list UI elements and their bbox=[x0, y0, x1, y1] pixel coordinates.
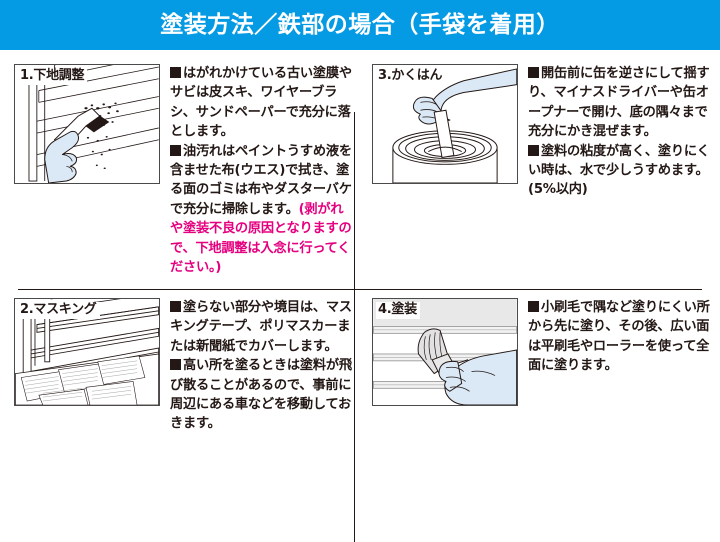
step-2-p2-body: 高い所を塗るときは塗料が飛び散ることがあるので、事前に周辺にある車などを移動して… bbox=[170, 358, 352, 432]
step-label-3: 3.かくはん bbox=[376, 68, 446, 85]
step-3-paragraph-2: 塗料の粘度が高く、塗りにくい時は、水で少しうすめます。(5%以内) bbox=[528, 142, 712, 200]
step-3-paragraph-1: 開缶前に缶を逆さにして揺すり、マイナスドライバーや缶オープナーで開け、底の隅々ま… bbox=[528, 64, 712, 142]
step-1-p1-body: はがれかけている古い塗膜やサビは皮スキ、ワイヤーブラシ、サンドペーパーで充分に落… bbox=[170, 66, 352, 140]
bullet-square-icon bbox=[170, 144, 181, 156]
steps-grid: 1.下地調整 はがれかけている古い塗膜やサビは皮スキ、ワイヤーブラシ、サンドペー… bbox=[0, 50, 720, 542]
step-1-paragraph-2: 油汚れはペイントうすめ液を含ませた布(ウエス)で拭き、塗る面のゴミは布やダスター… bbox=[170, 142, 354, 278]
step-panel-3: 3.かくはん 開缶前に缶を逆さにして揺すり、マイナスドライバーや缶オープナーで開… bbox=[372, 64, 712, 200]
divider-horizontal bbox=[18, 289, 702, 290]
bullet-square-icon bbox=[528, 144, 539, 156]
bullet-square-icon bbox=[170, 301, 181, 312]
step-text-4: 小刷毛で隅など塗りにくい所から先に塗り、その後、広い面は平刷毛やローラーを使って… bbox=[518, 298, 712, 376]
step-1-p2-accent: (剥がれや塗装不良の原因となりますので、下地調整は入念に行ってください。) bbox=[170, 201, 352, 276]
bullet-square-icon bbox=[528, 67, 539, 78]
illustration-step-1: 1.下地調整 bbox=[14, 64, 160, 184]
bullet-square-icon bbox=[170, 67, 181, 78]
step-label-2: 2.マスキング bbox=[18, 302, 100, 319]
step-text-3: 開缶前に缶を逆さにして揺すり、マイナスドライバーや缶オープナーで開け、底の隅々ま… bbox=[518, 64, 712, 200]
step-1-p2-body: 油汚れはペイントうすめ液を含ませた布(ウエス)で拭き、塗る面のゴミは布やダスター… bbox=[170, 143, 352, 217]
step-panel-1: 1.下地調整 はがれかけている古い塗膜やサビは皮スキ、ワイヤーブラシ、サンドペー… bbox=[14, 64, 354, 277]
page-title: 塗装方法／鉄部の場合（手袋を着用） bbox=[160, 11, 560, 38]
step-3-p1-body: 開缶前に缶を逆さにして揺すり、マイナスドライバーや缶オープナーで開け、底の隅々ま… bbox=[528, 66, 710, 140]
illustration-step-2: 2.マスキング bbox=[14, 298, 160, 406]
step-3-p2-body: 塗料の粘度が高く、塗りにくい時は、水で少しうすめます。(5%以内) bbox=[528, 143, 710, 198]
illustration-step-4: 4.塗装 bbox=[372, 298, 518, 406]
step-label-4: 4.塗装 bbox=[376, 302, 420, 319]
bullet-square-icon bbox=[528, 301, 539, 312]
step-text-2: 塗らない部分や境目は、マスキングテープ、ポリマスカーまたは新聞紙でカバーします。… bbox=[160, 298, 354, 434]
illustration-step-3: 3.かくはん bbox=[372, 64, 518, 184]
step-4-paragraph-1: 小刷毛で隅など塗りにくい所から先に塗り、その後、広い面は平刷毛やローラーを使って… bbox=[528, 298, 712, 376]
step-2-p1-body: 塗らない部分や境目は、マスキングテープ、ポリマスカーまたは新聞紙でカバーします。 bbox=[170, 300, 352, 354]
step-label-1: 1.下地調整 bbox=[18, 68, 88, 85]
step-panel-2: 2.マスキング 塗らない部分や境目は、マスキングテープ、ポリマスカーまたは新聞紙… bbox=[14, 298, 354, 434]
bullet-square-icon bbox=[170, 359, 181, 371]
step-2-paragraph-1: 塗らない部分や境目は、マスキングテープ、ポリマスカーまたは新聞紙でカバーします。 bbox=[170, 298, 354, 356]
step-4-p1-body: 小刷毛で隅など塗りにくい所から先に塗り、その後、広い面は平刷毛やローラーを使って… bbox=[528, 300, 710, 374]
page-header-banner: 塗装方法／鉄部の場合（手袋を着用） bbox=[0, 0, 720, 50]
step-panel-4: 4.塗装 小刷毛で隅など塗りにくい所から先に塗り、その後、広い面は平刷毛やローラ… bbox=[372, 298, 712, 406]
step-2-paragraph-2: 高い所を塗るときは塗料が飛び散ることがあるので、事前に周辺にある車などを移動して… bbox=[170, 356, 354, 434]
divider-vertical bbox=[354, 112, 355, 542]
step-1-paragraph-1: はがれかけている古い塗膜やサビは皮スキ、ワイヤーブラシ、サンドペーパーで充分に落… bbox=[170, 64, 354, 142]
step-text-1: はがれかけている古い塗膜やサビは皮スキ、ワイヤーブラシ、サンドペーパーで充分に落… bbox=[160, 64, 354, 277]
